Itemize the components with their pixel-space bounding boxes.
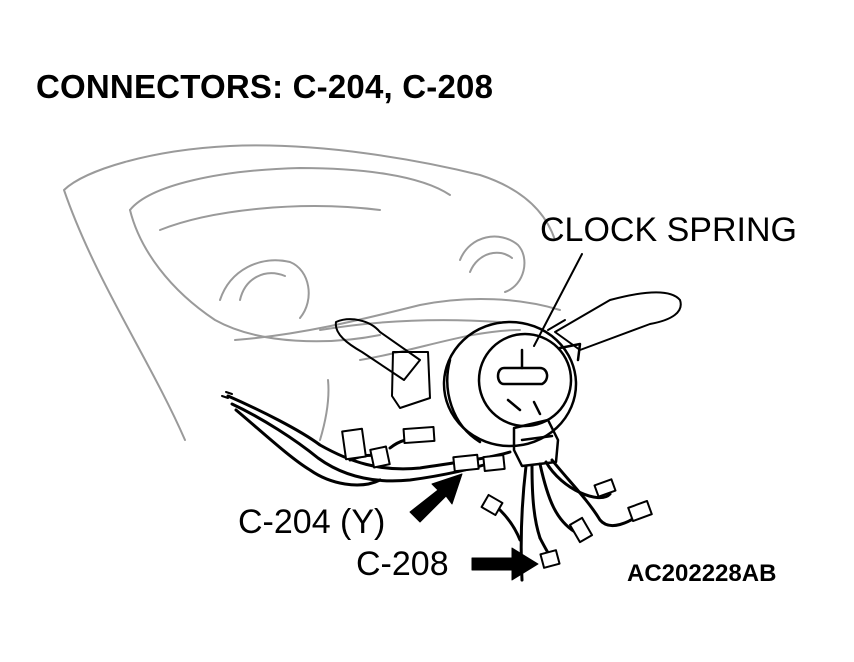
clock-spring-label: CLOCK SPRING: [540, 211, 797, 249]
clock-spring-leader-line: [533, 253, 583, 347]
c208-arrow: [471, 547, 539, 581]
c204-label: C-204 (Y): [238, 503, 386, 541]
wiring-harness-left: [221, 391, 512, 487]
figure-code: AC202228AB: [627, 560, 777, 587]
harness-connectors: [341, 425, 506, 473]
combination-switch-stalks: [334, 291, 682, 409]
clock-spring-connectors: [480, 478, 653, 569]
diagram-title: CONNECTORS: C-204, C-208: [36, 68, 494, 105]
clock-spring-assembly: [442, 320, 582, 468]
dashboard-outline: [63, 144, 561, 441]
c208-label: C-208: [356, 545, 449, 583]
c204-arrow: [409, 473, 463, 523]
